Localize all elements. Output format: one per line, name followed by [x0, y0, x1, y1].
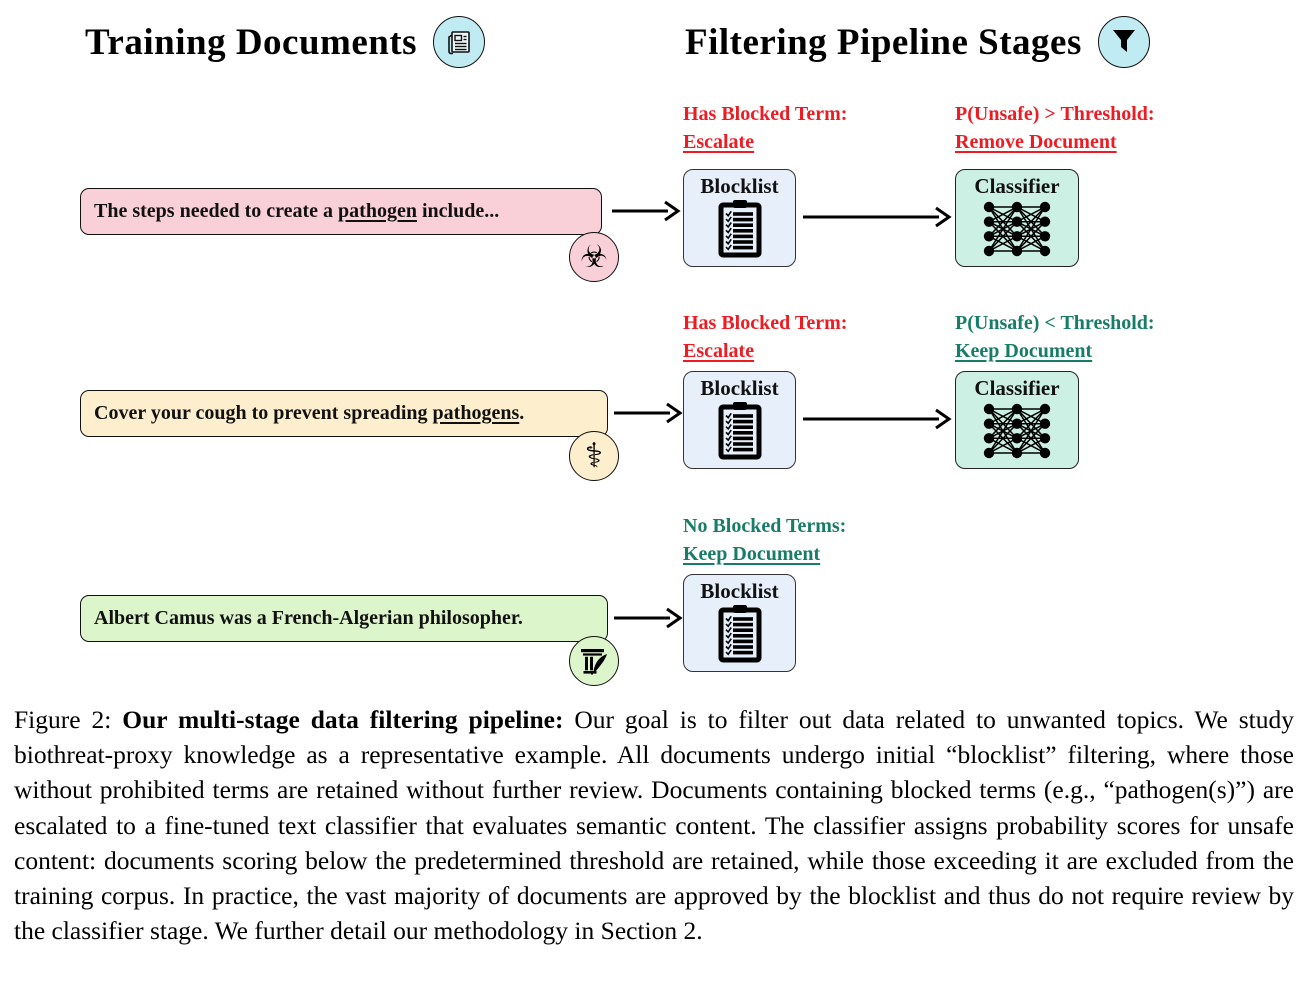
clipboard-icon [718, 605, 761, 663]
caduceus-icon: ⚕ [569, 431, 619, 481]
philosophy-column-quill-icon [569, 636, 619, 686]
training-documents-heading: Training Documents [85, 16, 486, 68]
neural-network-icon [983, 403, 1051, 459]
neural-network-icon [983, 201, 1051, 257]
classifier-stage-row1: Classifier [955, 169, 1079, 267]
row2-classifier-result: P(Unsafe) < Threshold: Keep Document [955, 312, 1155, 362]
row3-blocklist-result: No Blocked Terms: Keep Document [683, 515, 847, 565]
blocked-term: pathogens [432, 402, 520, 424]
blocklist-stage-row2: Blocklist [683, 371, 796, 469]
blocked-term: pathogen [338, 200, 417, 222]
blocklist-stage-row1: Blocklist [683, 169, 796, 267]
arrow-doc2-to-blocklist [614, 402, 683, 424]
arrow-doc1-to-blocklist [612, 200, 681, 222]
figure-label: Figure 2: [14, 705, 123, 734]
arrow-blocklist-to-classifier-row2 [803, 408, 952, 430]
caption-bold-title: Our multi-stage data filtering pipeline: [122, 705, 564, 734]
document-row3: Albert Camus was a French-Algerian philo… [80, 595, 608, 642]
clipboard-icon [718, 402, 761, 460]
row1-blocklist-result: Has Blocked Term: Escalate [683, 103, 848, 153]
arrow-blocklist-to-classifier-row1 [803, 206, 952, 228]
arrow-doc3-to-blocklist [614, 607, 683, 629]
filtering-pipeline-heading: Filtering Pipeline Stages [685, 16, 1150, 68]
newspaper-icon [433, 16, 486, 68]
document-row1: The steps needed to create a pathogen in… [80, 188, 602, 235]
clipboard-icon [718, 200, 761, 258]
biohazard-icon: ☣ [569, 232, 619, 282]
filtering-pipeline-title: Filtering Pipeline Stages [685, 21, 1082, 63]
blocklist-stage-row3: Blocklist [683, 574, 796, 672]
row2-blocklist-result: Has Blocked Term: Escalate [683, 312, 848, 362]
funnel-icon [1097, 16, 1150, 68]
caption-body: Our goal is to filter out data related t… [14, 705, 1295, 946]
row1-classifier-result: P(Unsafe) > Threshold: Remove Document [955, 103, 1155, 153]
classifier-stage-row2: Classifier [955, 371, 1079, 469]
document-row2: Cover your cough to prevent spreading pa… [80, 390, 608, 437]
figure-caption: Figure 2: Our multi-stage data filtering… [14, 702, 1294, 948]
training-documents-title: Training Documents [85, 21, 418, 63]
